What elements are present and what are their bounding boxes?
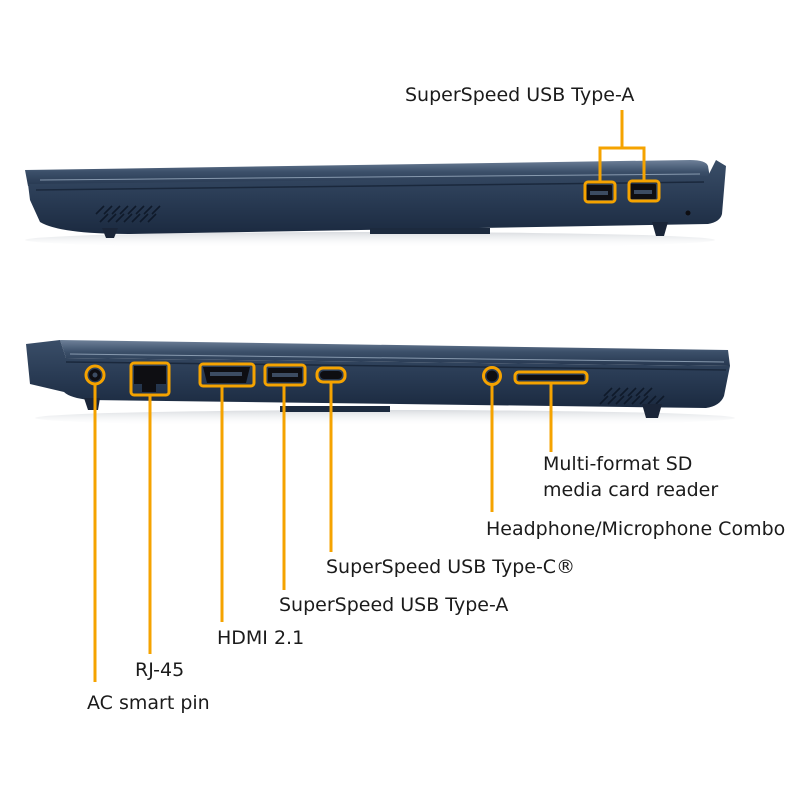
floor-shadow (25, 232, 715, 248)
vent-grille (95, 205, 161, 223)
rj-45-port (134, 366, 166, 392)
rubber-foot (102, 228, 118, 238)
label-ac-smart-pin: AC smart pin (87, 692, 210, 714)
usb-c-port (320, 371, 342, 379)
label-right-usb-a: SuperSpeed USB Type-A (405, 84, 635, 106)
audio-combo-jack (486, 370, 498, 382)
lock-slot-icon (685, 210, 691, 216)
label-usb-c: SuperSpeed USB Type-C® (326, 556, 576, 578)
right-side-laptop (25, 110, 726, 248)
floor-shadow (35, 410, 735, 426)
rubber-foot (652, 222, 668, 236)
label-rj-45: RJ-45 (135, 659, 185, 681)
label-sd-reader: Multi-format SD media card reader (543, 453, 719, 501)
vent-grille (599, 387, 665, 405)
laptop-base (26, 340, 730, 408)
rubber-foot (84, 398, 100, 410)
label-audio-combo: Headphone/Microphone Combo (486, 518, 786, 540)
label-hdmi: HDMI 2.1 (217, 627, 305, 649)
sd-card-slot (518, 375, 584, 380)
callout-usb-a-pair (583, 110, 661, 204)
laptop-base (28, 160, 726, 234)
rubber-foot (642, 404, 662, 418)
label-left-usb-a: SuperSpeed USB Type-A (279, 594, 509, 616)
callout-leaders (84, 361, 589, 682)
hinge-strip (280, 406, 390, 412)
laptop-lid (60, 340, 730, 366)
callout-ring-hdmi (198, 362, 256, 388)
left-side-laptop (26, 340, 735, 682)
hinge-strip (370, 228, 490, 234)
